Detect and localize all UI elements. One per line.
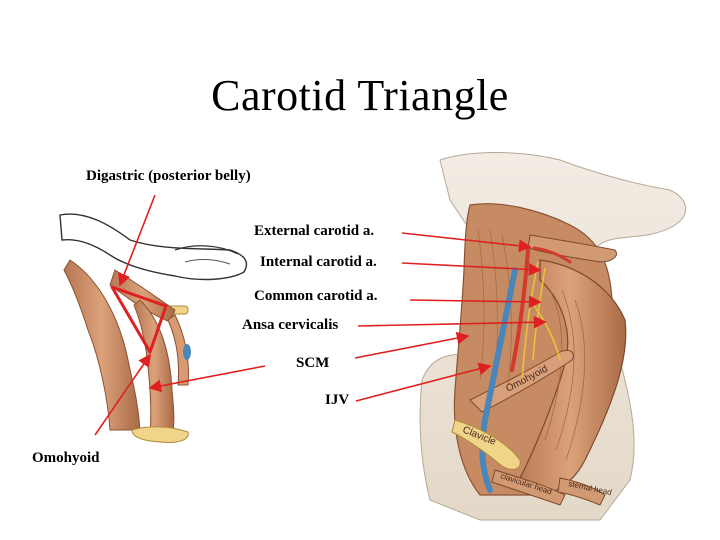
left-neck-illustration [59, 213, 248, 443]
label-ijv: IJV [325, 392, 350, 408]
pointer-digastric [118, 194, 156, 287]
label-external-carotid: External carotid a. [254, 223, 375, 239]
label-internal-carotid: Internal carotid a. [260, 254, 377, 270]
label-digastric: Digastric (posterior belly) [86, 168, 251, 184]
pointer-lines [94, 194, 547, 436]
pointer-internal-carotid [401, 262, 542, 276]
label-common-carotid: Common carotid a. [254, 288, 378, 304]
pointer-ijv-left [148, 365, 266, 393]
pointer-ijv [355, 362, 492, 402]
label-omohyoid: Omohyoid [32, 450, 100, 466]
slide-title: Carotid Triangle [211, 71, 509, 120]
right-neck-illustration: Omohyoid Clavicle clavicular head sterna… [419, 152, 687, 521]
pointer-common-carotid [409, 295, 542, 309]
pointer-ansa-cervicalis [357, 315, 547, 329]
label-ansa-cervicalis: Ansa cervicalis [242, 317, 339, 333]
pointer-omohyoid [94, 353, 151, 436]
pointer-external-carotid [401, 232, 532, 253]
label-scm: SCM [296, 355, 330, 371]
carotid-triangle-outline [110, 285, 168, 354]
pointer-scm [354, 331, 470, 359]
